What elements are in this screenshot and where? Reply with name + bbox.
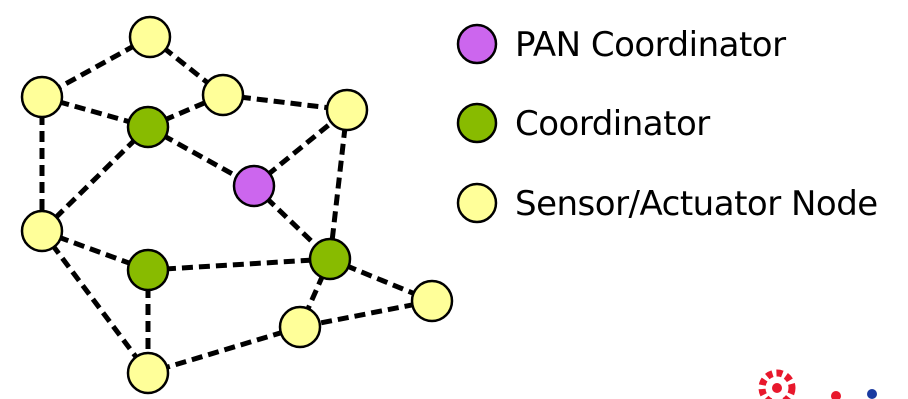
- node-sensor-s8: [126, 351, 170, 395]
- edge-c1-s5: [40, 125, 150, 233]
- legend-label-sensor: Sensor/Actuator Node: [515, 184, 878, 224]
- node-sensor-s3: [201, 73, 245, 117]
- node-coordinator-c3: [308, 237, 352, 281]
- gear-icon: [758, 369, 796, 399]
- legend-item-sensor: Sensor/Actuator Node: [456, 182, 878, 224]
- legend-swatch-coordinator: [456, 102, 498, 144]
- node-coordinator-c1: [126, 105, 170, 149]
- edge-s4-c3: [327, 109, 350, 260]
- node-sensor-s6: [410, 279, 454, 323]
- node-sensor-s4: [325, 88, 369, 132]
- edge-s6-s7: [299, 298, 433, 330]
- edge-s5-s8: [39, 229, 151, 375]
- node-pan-p: [232, 164, 276, 208]
- node-coordinator-c2: [126, 248, 170, 292]
- edge-s7-s8: [147, 324, 301, 376]
- logo: [758, 369, 877, 399]
- legend-item-pan: PAN Coordinator: [456, 23, 787, 65]
- node-sensor-s5: [20, 209, 64, 253]
- edge-c2-c3: [147, 256, 331, 273]
- legend-label-coordinator: Coordinator: [515, 104, 710, 144]
- legend-swatch-sensor: [456, 182, 498, 224]
- legend: PAN Coordinator Coordinator Sensor/Actua…: [456, 23, 878, 224]
- node-sensor-s7: [278, 305, 322, 349]
- node-sensor-s2: [20, 75, 64, 119]
- legend-swatch-pan: [456, 23, 498, 65]
- nodes-layer: [20, 15, 454, 395]
- logo-dot-blue: [867, 389, 877, 399]
- node-sensor-s1: [128, 15, 172, 59]
- legend-label-pan: PAN Coordinator: [515, 25, 786, 65]
- edge-c1-s3: [147, 92, 224, 130]
- logo-dot-red: [831, 391, 841, 399]
- legend-item-coordinator: Coordinator: [456, 102, 711, 144]
